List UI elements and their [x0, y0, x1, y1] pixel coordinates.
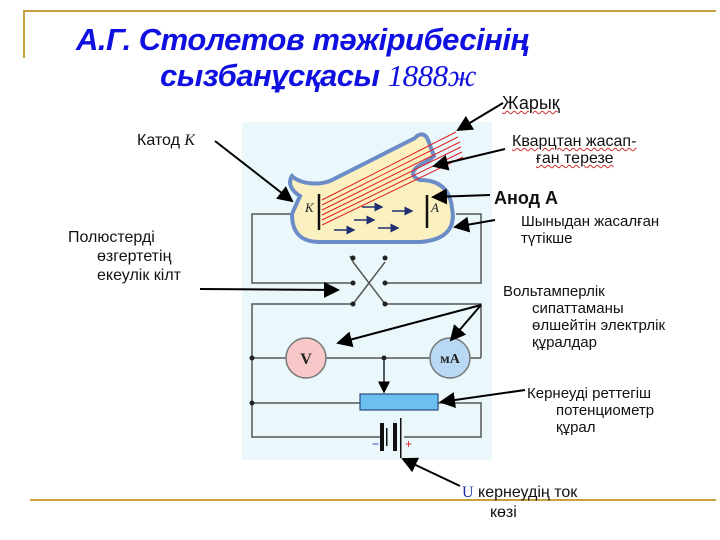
anode-mark: A [430, 200, 439, 215]
milliammeter-label: мА [440, 352, 461, 367]
label-cathode: Катод K [137, 132, 195, 149]
label-source-text: кернеудің ток [478, 484, 578, 501]
label-switch-2: өзгертетің [97, 248, 172, 265]
label-tube-2: түтікше [521, 230, 573, 247]
switch-contacts [249, 255, 388, 406]
label-pot-3: құрал [556, 419, 596, 436]
circuit-wires [251, 213, 482, 438]
title-line-1: А.Г. Столетов тәжірибесінің [76, 22, 529, 57]
label-meters-4: құралдар [532, 334, 597, 351]
label-source-1: U кернеудің ток [462, 484, 577, 501]
label-window-2: ған терезе [536, 150, 614, 167]
label-window-2-text: ған терезе [536, 150, 614, 167]
label-switch-3: екеулік кілт [97, 267, 181, 284]
top-rule [24, 10, 716, 12]
label-anode: Анод А [494, 188, 559, 208]
label-source-2: көзі [490, 504, 517, 521]
label-source-symbol: U [462, 484, 474, 501]
cathode-mark: K [304, 200, 315, 215]
label-light: Жарық [502, 93, 560, 113]
title-text: сызбанұсқасы [160, 58, 380, 93]
battery [380, 418, 402, 458]
minus-sign: − [372, 437, 379, 451]
label-window-1: Кварцтан жасап- [512, 133, 636, 150]
title-year: 1888ж [387, 58, 477, 93]
potentiometer [359, 393, 439, 411]
voltmeter [285, 337, 327, 379]
label-meters-3: өлшейтін электрлік [532, 317, 666, 334]
voltmeter-label: V [300, 351, 312, 368]
electron-arrows [334, 202, 414, 235]
pointer-arrows [199, 102, 526, 487]
label-pot-1: Кернеуді реттегіш [527, 385, 652, 402]
label-light-text: Жарық [502, 93, 560, 113]
plus-sign: + [405, 437, 412, 451]
label-switch-1: Полюстерді [68, 229, 155, 246]
label-window-1-text: Кварцтан жасап- [512, 133, 637, 150]
left-rule [23, 10, 25, 58]
label-pot-2: потенциометр [556, 402, 655, 419]
label-cathode-text: Катод [137, 132, 180, 149]
label-meters-2: сипаттаманы [532, 300, 624, 317]
bottom-rule [30, 499, 716, 501]
label-cathode-symbol: K [184, 132, 196, 149]
title-line-2: сызбанұсқасы 1888ж [160, 58, 476, 94]
label-meters-1: Вольтамперлік [503, 283, 605, 300]
label-tube-1: Шыныдан жасалған [521, 213, 660, 230]
